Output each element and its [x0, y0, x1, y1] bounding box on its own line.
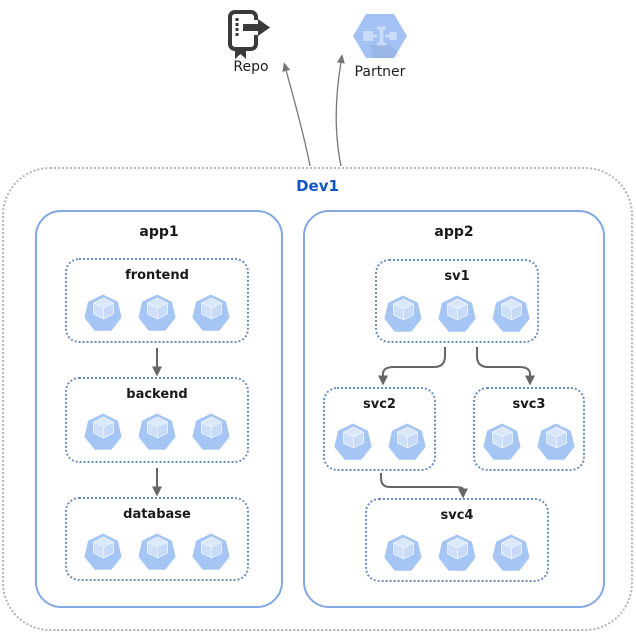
- pod-icon: [191, 413, 231, 451]
- service-backend: backend: [65, 377, 249, 463]
- service-svc2-label: svc2: [363, 397, 396, 412]
- partner-label: Partner: [354, 64, 406, 80]
- service-svc2: svc2: [323, 387, 436, 471]
- app2-title: app2: [434, 224, 474, 240]
- source-repository-icon: [228, 10, 270, 59]
- app2-container: app2: [303, 210, 605, 608]
- database-pods: [83, 531, 231, 573]
- repo-label: Repo: [233, 59, 269, 75]
- service-database-label: database: [123, 507, 191, 522]
- app1-title: app1: [139, 224, 179, 240]
- service-svc3: svc3: [473, 387, 585, 471]
- service-frontend-label: frontend: [125, 268, 189, 283]
- pod-icon: [137, 294, 177, 332]
- pod-icon: [191, 294, 231, 332]
- pod-icon: [387, 423, 426, 461]
- pod-icon: [482, 423, 521, 461]
- pod-icon: [383, 534, 423, 572]
- arrow-dev1-repo: [282, 62, 311, 167]
- pod-icon: [437, 295, 477, 333]
- service-svc4-label: svc4: [440, 508, 474, 523]
- pod-icon: [383, 295, 423, 333]
- pod-icon: [491, 534, 530, 572]
- pod-icon: [84, 294, 122, 332]
- frontend-pods: [83, 292, 231, 334]
- partner-hexagon-icon: [353, 14, 407, 58]
- pod-icon: [437, 534, 477, 572]
- cluster-dev1-label: Dev1: [296, 177, 339, 195]
- pod-icon: [137, 533, 177, 571]
- service-svc4: svc4: [365, 498, 549, 582]
- pod-icon: [191, 533, 231, 571]
- service-sv1: sv1: [375, 259, 539, 343]
- backend-pods: [83, 411, 231, 453]
- svc4-pods: [383, 532, 531, 574]
- service-svc3-label: svc3: [512, 397, 546, 412]
- pod-icon: [537, 423, 575, 461]
- service-sv1-label: sv1: [444, 269, 470, 284]
- pod-icon: [491, 295, 530, 333]
- service-frontend: frontend: [65, 258, 249, 343]
- service-backend-label: backend: [126, 387, 188, 402]
- arrow-dev1-partner: [335, 54, 345, 167]
- sv1-pods: [383, 293, 531, 335]
- app1-container: app1: [35, 210, 283, 608]
- svc2-pods: [333, 421, 427, 463]
- svc3-pods: [482, 421, 576, 463]
- pod-icon: [333, 423, 372, 461]
- pod-icon: [84, 533, 122, 571]
- cluster-dev1-boundary: [2, 167, 633, 631]
- pod-icon: [84, 413, 122, 451]
- pod-icon: [137, 413, 177, 451]
- service-database: database: [65, 497, 249, 581]
